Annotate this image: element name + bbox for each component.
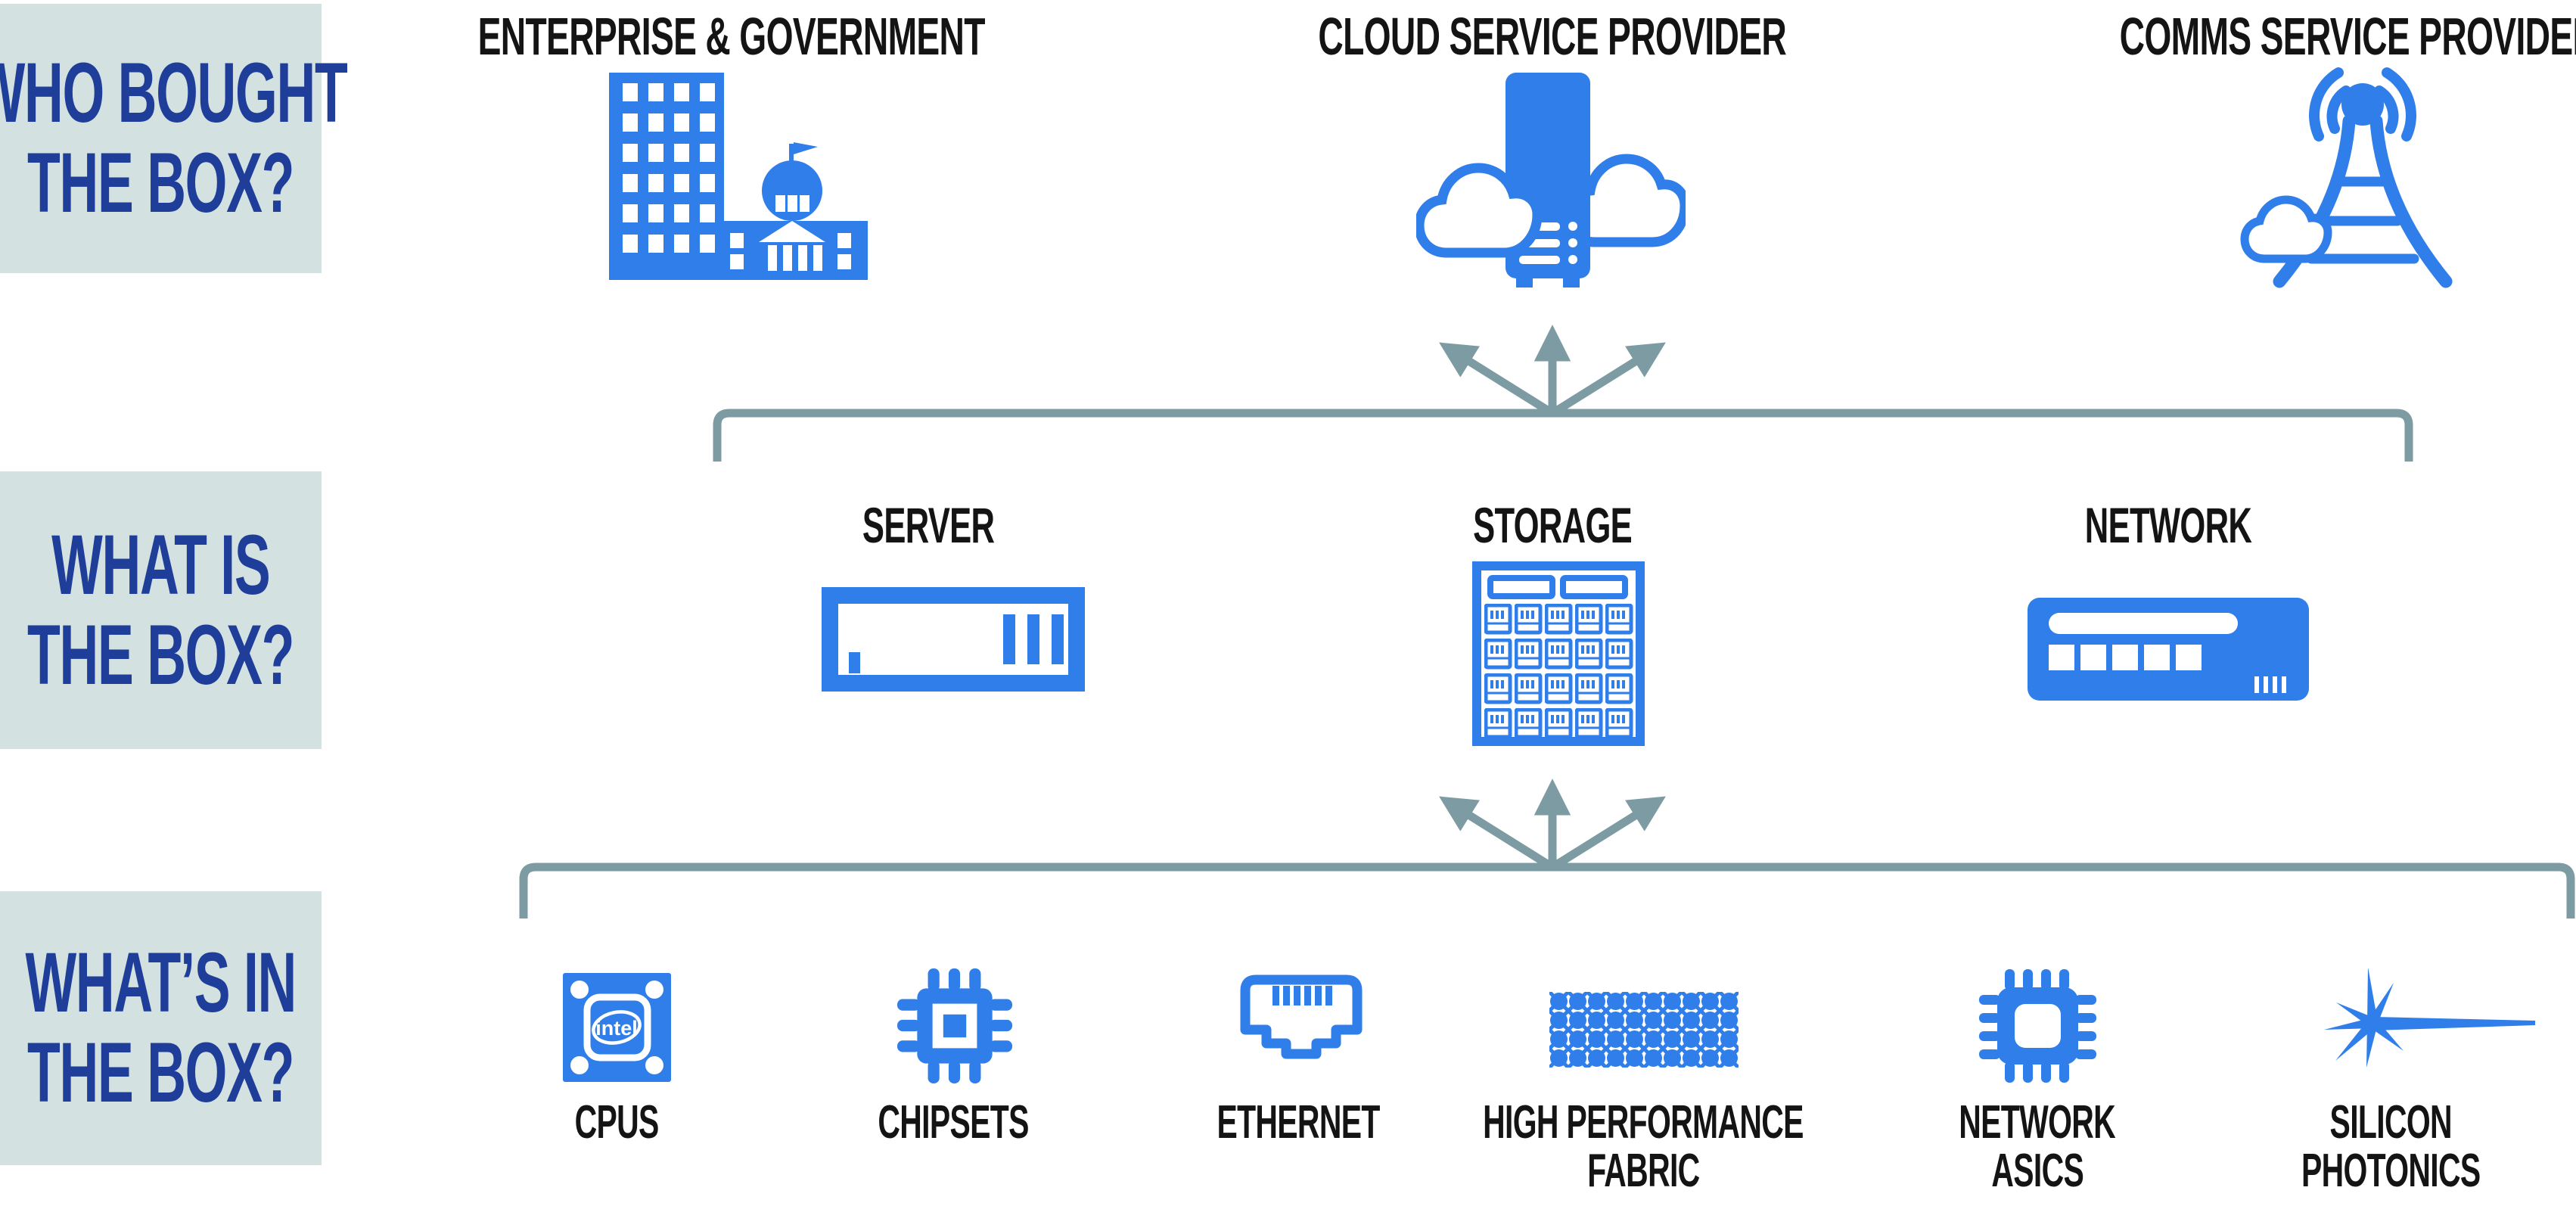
intel-logo-text: intel <box>595 1017 638 1040</box>
arrow-up-left-top <box>1439 342 1553 416</box>
label-line: ASICS <box>1991 1145 2083 1198</box>
label-network-asics: NETWORK ASICS <box>1735 1096 2340 1198</box>
question-line: WHAT’S IN <box>25 935 297 1030</box>
question-line: THE BOX? <box>27 607 294 702</box>
heading-text: SERVER <box>862 497 995 553</box>
bracket-row3 <box>519 863 2575 918</box>
question-block-who-bought: WHO BOUGHT THE BOX? <box>0 4 348 273</box>
heading-server: SERVER <box>474 499 1382 552</box>
heading-enterprise-government: ENTERPRISE & GOVERNMENT <box>278 9 1185 64</box>
heading-text: CLOUD SERVICE PROVIDER <box>1318 7 1787 66</box>
label-ethernet: ETHERNET <box>996 1096 1601 1148</box>
heading-storage: STORAGE <box>1098 499 2006 552</box>
heading-text: STORAGE <box>1472 497 1633 553</box>
heading-comms-service-provider: COMMS SERVICE PROVIDER <box>1904 9 2576 64</box>
question-line: THE BOX? <box>27 135 294 230</box>
label-line: PHOTONICS <box>2301 1145 2481 1198</box>
chipset-icon <box>897 968 1012 1083</box>
server-icon <box>822 587 1085 692</box>
arrow-up-right-top <box>1552 342 1666 416</box>
label-line: FABRIC <box>1586 1145 1700 1198</box>
question-block-what-is: WHAT IS THE BOX? <box>0 471 322 749</box>
fabric-dots-icon <box>1549 990 1739 1070</box>
question-block-whats-in: WHAT’S IN THE BOX? <box>0 891 322 1165</box>
heading-text: ENTERPRISE & GOVERNMENT <box>477 7 986 66</box>
photonics-star-icon <box>2283 968 2537 1082</box>
label-line: SILICON <box>2329 1096 2452 1148</box>
label-line: ETHERNET <box>1217 1096 1380 1148</box>
label-line: NETWORK <box>1959 1096 2116 1148</box>
arrow-up-right-bottom <box>1552 796 1666 870</box>
label-line: HIGH PERFORMANCE <box>1483 1096 1804 1148</box>
question-line: WHO BOUGHT <box>0 45 348 141</box>
label-line: CHIPSETS <box>878 1096 1029 1148</box>
question-line: WHAT IS <box>51 517 271 612</box>
heading-text: NETWORK <box>2084 497 2252 553</box>
storage-icon <box>1472 561 1645 746</box>
label-line: CPUS <box>574 1096 659 1148</box>
arrow-up-left-bottom <box>1439 796 1553 870</box>
label-silicon-photonics: SILICON PHOTONICS <box>2088 1096 2576 1198</box>
comms-tower-icon <box>2236 61 2485 291</box>
bracket-row2 <box>713 409 2413 462</box>
heading-text: COMMS SERVICE PROVIDER <box>2119 7 2576 66</box>
network-asic-icon <box>1979 968 2096 1083</box>
question-line: THE BOX? <box>27 1025 294 1120</box>
ethernet-port-icon <box>1239 971 1363 1076</box>
heading-network: NETWORK <box>1714 499 2576 552</box>
cloud-server-icon <box>1416 67 1686 288</box>
label-chipsets: CHIPSETS <box>651 1096 1256 1148</box>
heading-cloud-service-provider: CLOUD SERVICE PROVIDER <box>1098 9 2006 64</box>
network-switch-icon <box>2028 598 2309 701</box>
label-cpus: CPUS <box>314 1096 919 1148</box>
label-high-performance-fabric: HIGH PERFORMANCE FABRIC <box>1341 1096 1946 1198</box>
cpu-icon: intel <box>558 970 676 1085</box>
building-icon <box>601 73 868 280</box>
